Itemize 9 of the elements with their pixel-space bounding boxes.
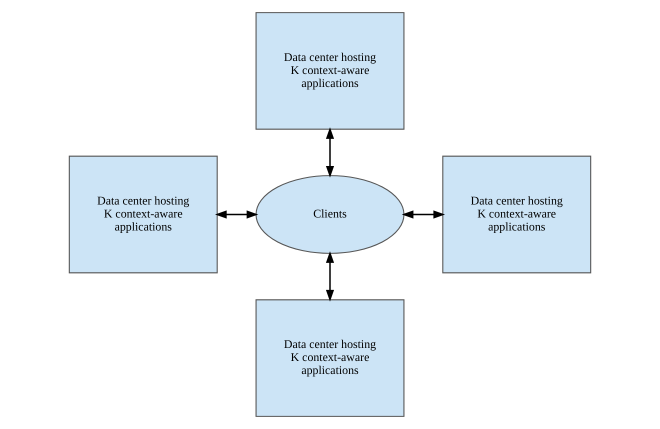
arrow xyxy=(402,210,446,219)
node-box: Data center hosting K context-aware applications xyxy=(68,156,218,274)
arrow xyxy=(215,210,258,219)
node-ellipse: Clients xyxy=(256,175,404,254)
node-box: Data center hosting K context-aware applications xyxy=(256,12,404,130)
node-box: Data center hosting K context-aware applications xyxy=(442,156,592,274)
node-box: Data center hosting K context-aware applications xyxy=(256,299,404,417)
arrow xyxy=(326,127,334,178)
arrow xyxy=(326,251,334,302)
